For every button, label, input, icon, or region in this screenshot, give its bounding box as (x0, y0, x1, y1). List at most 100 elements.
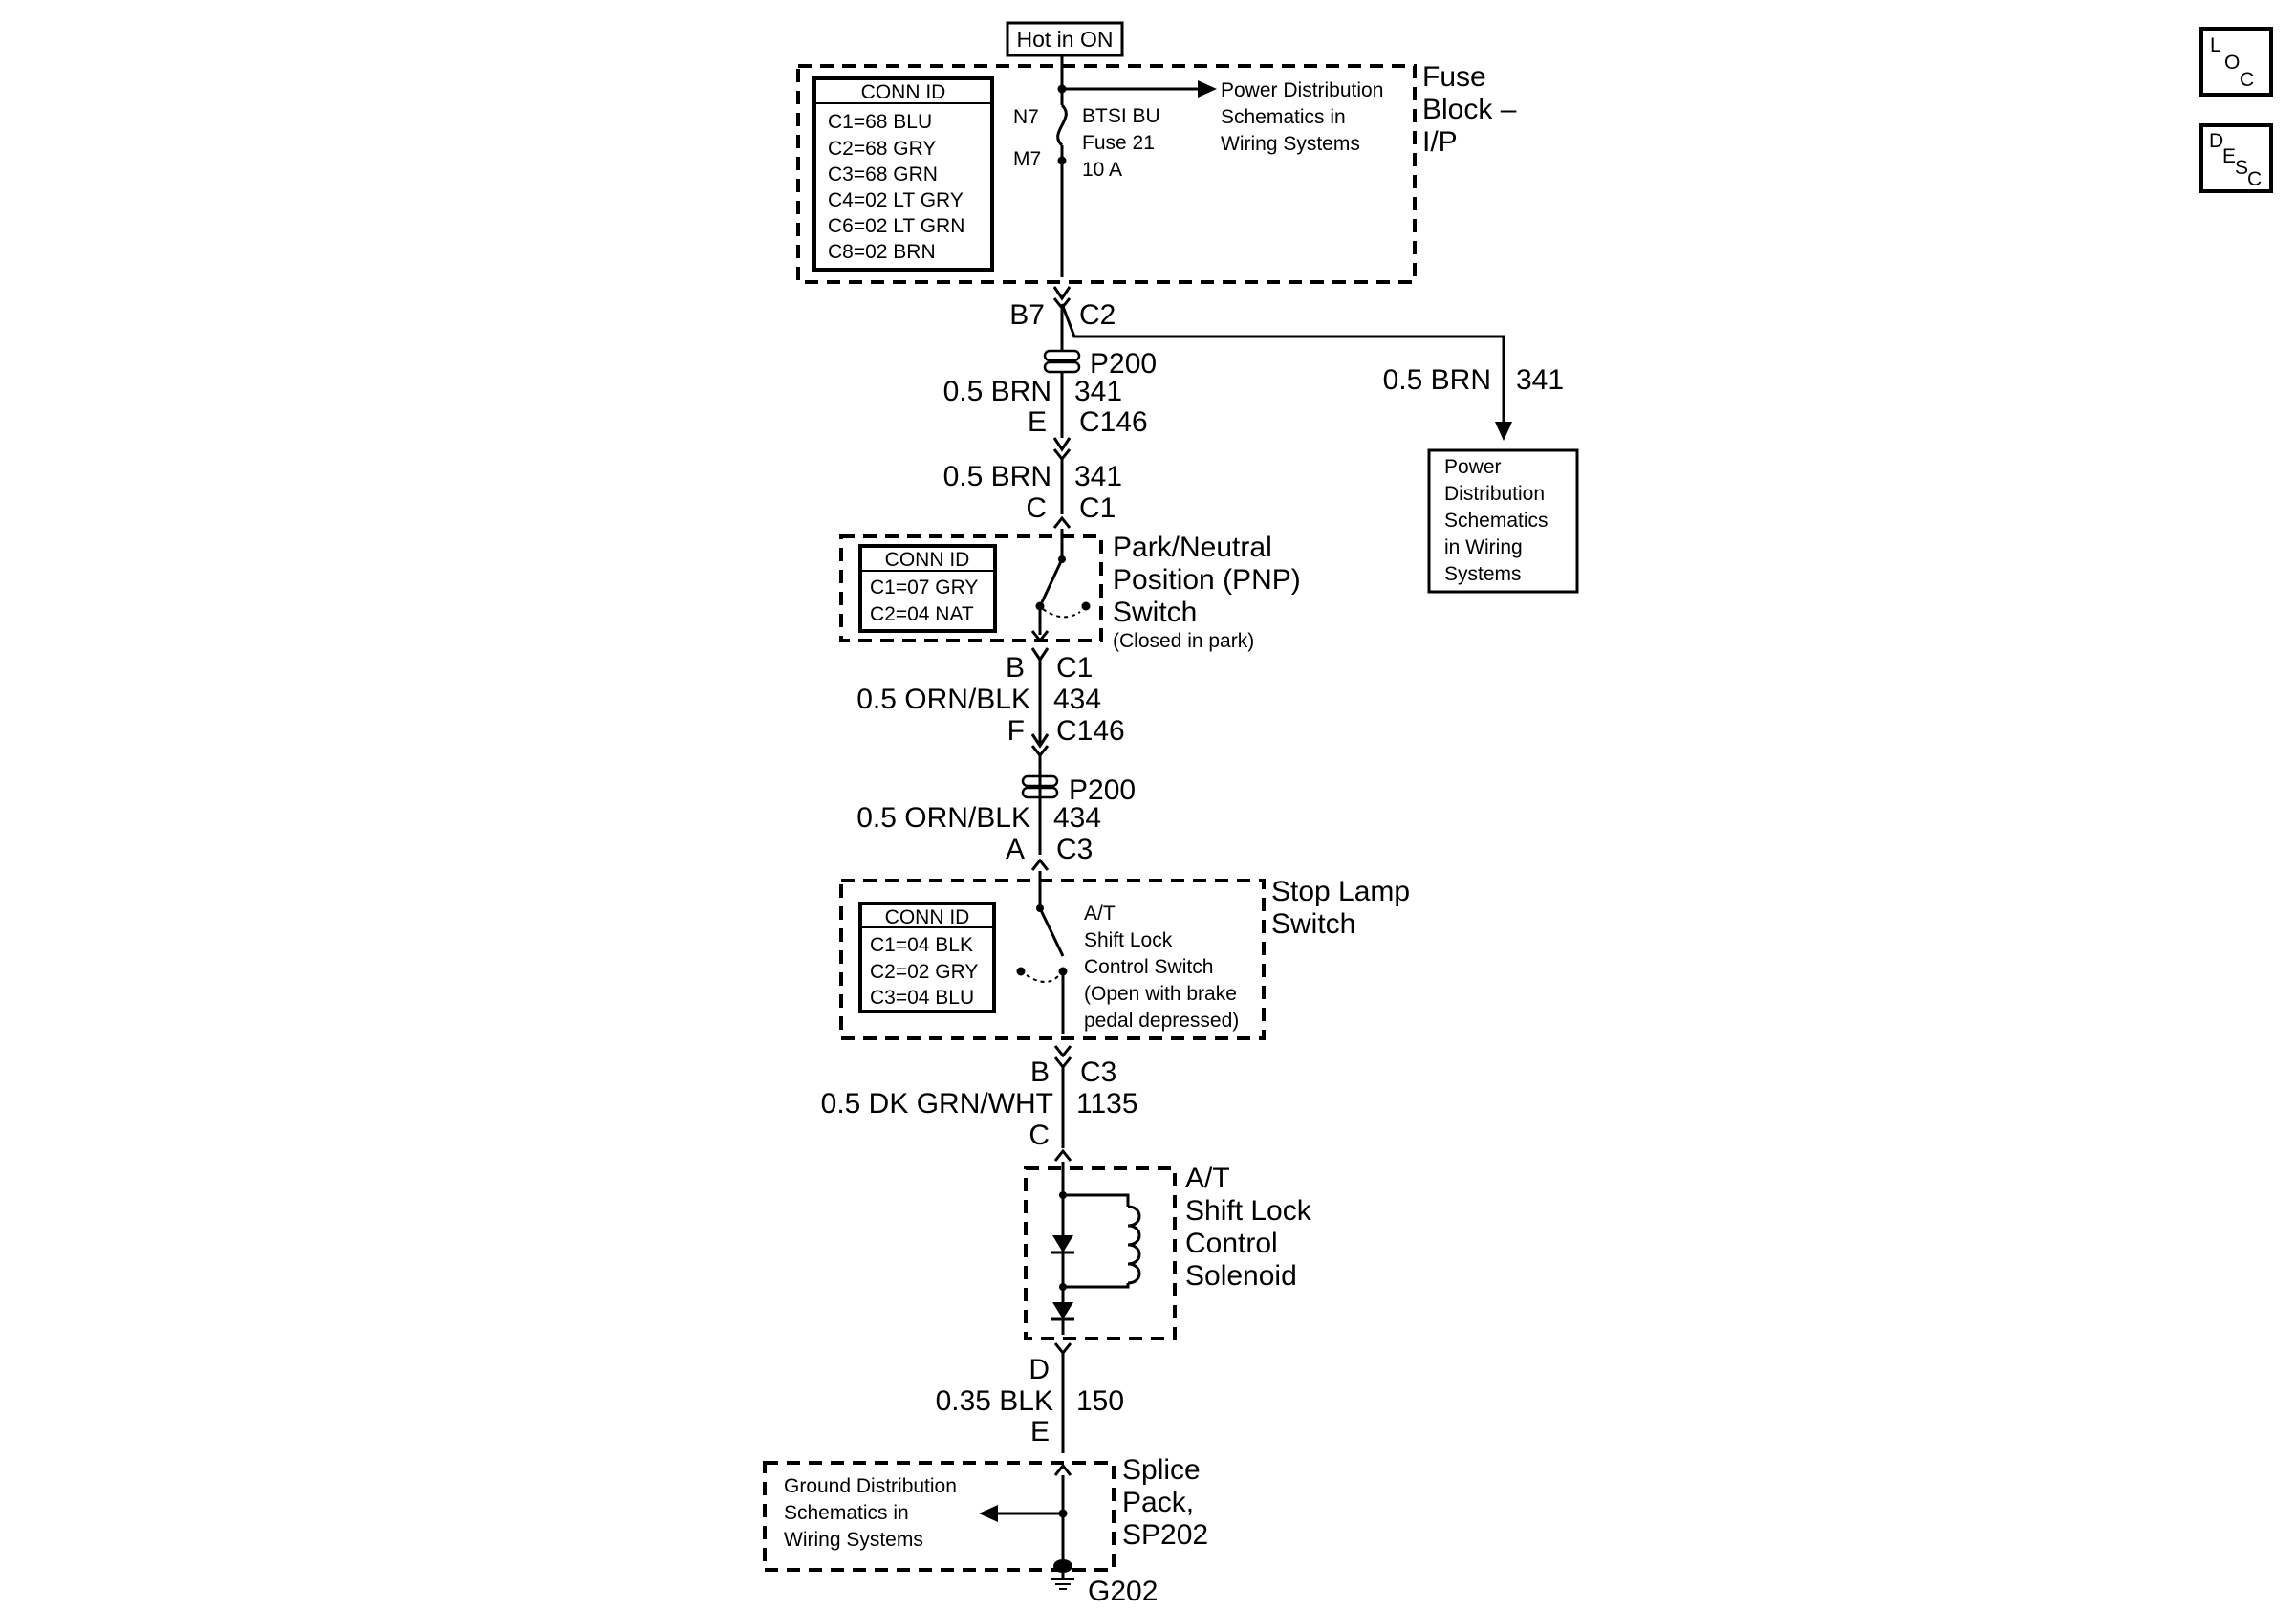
loc-button[interactable]: L O C (2199, 27, 2273, 97)
pnp-conn-id-table: CONN ID C1=07 GRY C2=04 NAT (858, 544, 997, 633)
svg-text:C3=04 BLU: C3=04 BLU (870, 987, 974, 1009)
svg-text:Control: Control (1185, 1228, 1278, 1259)
svg-text:Stop Lamp: Stop Lamp (1271, 876, 1410, 907)
solenoid-coil-symbol (1051, 1162, 1141, 1335)
connector-d-label: D (1029, 1354, 1050, 1385)
svg-text:Wiring Systems: Wiring Systems (784, 1529, 923, 1551)
svg-text:Control Switch: Control Switch (1084, 956, 1213, 978)
shift-lock-switch-label: A/T Shift Lock Control Switch (Open with… (1084, 903, 1239, 1032)
connector-c3-low-symbol (1053, 1045, 1072, 1070)
svg-text:Schematics in: Schematics in (1221, 106, 1346, 128)
svg-text:A/T: A/T (1185, 1163, 1230, 1194)
svg-text:10 A: 10 A (1082, 159, 1122, 181)
branch-circuit-label: 341 (1516, 364, 1564, 396)
hot-in-on-label: Hot in ON (1017, 27, 1114, 52)
connector-c3-top-label: C3 (1056, 834, 1093, 865)
connector-f-label: F (1007, 715, 1025, 747)
svg-text:A/T: A/T (1084, 903, 1116, 925)
connector-c-low-symbol (1053, 1148, 1072, 1162)
svg-text:E: E (2222, 145, 2236, 167)
connector-e-label: E (1028, 406, 1047, 438)
pnp-switch-title: Park/Neutral Position (PNP) Switch (1113, 532, 1301, 628)
connector-c1-mid-label: C1 (1056, 652, 1093, 684)
svg-text:Ground Distribution: Ground Distribution (784, 1475, 957, 1497)
connector-c1-mid-symbol (1030, 630, 1050, 643)
svg-text:Shift Lock: Shift Lock (1185, 1195, 1312, 1227)
svg-text:O: O (2224, 52, 2240, 74)
svg-text:pedal depressed): pedal depressed) (1084, 1010, 1239, 1032)
wire-341-b-circuit: 341 (1074, 461, 1122, 492)
svg-text:Power Distribution: Power Distribution (1221, 79, 1383, 101)
ground-g202-connector (1053, 1559, 1072, 1573)
svg-text:Fuse 21: Fuse 21 (1082, 132, 1155, 154)
hot-in-on-box (1006, 21, 1124, 57)
connector-c146-b-label: C146 (1056, 715, 1125, 747)
svg-text:S: S (2235, 157, 2248, 179)
svg-text:Wiring Systems: Wiring Systems (1221, 133, 1360, 155)
splice-pack-outline (763, 1461, 1116, 1572)
ground-symbol (1051, 1573, 1074, 1590)
svg-text:C2=02 GRY: C2=02 GRY (870, 961, 978, 983)
svg-text:in Wiring: in Wiring (1444, 536, 1523, 558)
ground-ref-arrow-head (979, 1505, 998, 1522)
wire-1135-label: 0.5 DK GRN/WHT (821, 1088, 1053, 1120)
wire-434-a-label: 0.5 ORN/BLK (856, 684, 1030, 715)
connector-c146-a-symbol (1052, 437, 1072, 462)
svg-text:SP202: SP202 (1122, 1519, 1208, 1551)
wire-434-b-circuit: 434 (1053, 802, 1101, 834)
svg-text:Park/Neutral: Park/Neutral (1113, 532, 1272, 563)
svg-text:Splice: Splice (1122, 1454, 1201, 1486)
svg-text:Distribution: Distribution (1444, 483, 1545, 505)
svg-text:CONN ID: CONN ID (861, 81, 946, 103)
svg-text:Switch: Switch (1271, 908, 1355, 940)
power-dist-arrow-head (1198, 80, 1217, 98)
desc-button[interactable]: D E S C (2199, 123, 2273, 193)
fuse-symbol (1056, 103, 1068, 147)
connector-b-low-label: B (1030, 1056, 1050, 1088)
svg-text:Fuse: Fuse (1422, 61, 1486, 93)
svg-text:Schematics: Schematics (1444, 510, 1549, 532)
power-dist-reference: Power Distribution Schematics in Wiring … (1221, 79, 1383, 155)
connector-c-top-label: C (1026, 492, 1047, 524)
connector-b7-label: B7 (1009, 299, 1045, 331)
wire-341-a-label: 0.5 BRN (943, 376, 1051, 407)
p200-b-label: P200 (1069, 774, 1136, 806)
svg-text:C1=07 GRY: C1=07 GRY (870, 577, 978, 599)
connector-c2-label: C2 (1079, 299, 1116, 331)
connector-c1-top-symbol (1052, 515, 1072, 529)
branch-arrow-head (1495, 422, 1512, 441)
wire-341-b-label: 0.5 BRN (943, 461, 1051, 492)
svg-text:Power: Power (1444, 456, 1502, 478)
svg-text:C1=04 BLK: C1=04 BLK (870, 934, 973, 956)
connector-b-mid-label: B (1006, 652, 1025, 684)
wire-341-a-circuit: 341 (1074, 376, 1122, 407)
ground-distribution-reference: Ground Distribution Schematics in Wiring… (784, 1475, 957, 1551)
svg-text:C6=02 LT GRN: C6=02 LT GRN (828, 215, 964, 237)
pnp-switch-outline (839, 534, 1103, 642)
svg-text:Systems: Systems (1444, 563, 1522, 585)
svg-text:CONN ID: CONN ID (885, 549, 970, 571)
svg-text:C3=68 GRN: C3=68 GRN (828, 163, 938, 185)
svg-text:C: C (2240, 69, 2254, 91)
pnp-switch-note: (Closed in park) (1113, 630, 1254, 652)
svg-text:Schematics in: Schematics in (784, 1502, 909, 1524)
p200-a-symbol (1043, 349, 1081, 374)
svg-text:Block –: Block – (1422, 94, 1517, 125)
wire-434-b-label: 0.5 ORN/BLK (856, 802, 1030, 834)
svg-text:C8=02 BRN: C8=02 BRN (828, 241, 936, 263)
svg-text:(Open with brake: (Open with brake (1084, 983, 1237, 1005)
svg-text:L: L (2210, 34, 2221, 56)
connector-c-low-label: C (1029, 1120, 1050, 1151)
solenoid-title: A/T Shift Lock Control Solenoid (1185, 1163, 1312, 1292)
pnp-switch-symbol (1035, 529, 1091, 635)
svg-text:D: D (2209, 130, 2223, 152)
svg-text:C2=04 NAT: C2=04 NAT (870, 603, 974, 625)
wire-branch-brn (1060, 303, 1505, 423)
branch-power-dist-reference: Power Distribution Schematics in Wiring … (1427, 448, 1579, 594)
svg-text:C1=68 BLU: C1=68 BLU (828, 111, 932, 133)
wire-150-circuit: 150 (1076, 1385, 1124, 1417)
connector-c146-a-label: C146 (1079, 406, 1148, 438)
svg-text:BTSI BU: BTSI BU (1082, 105, 1160, 127)
stop-lamp-switch-outline (839, 879, 1266, 1040)
